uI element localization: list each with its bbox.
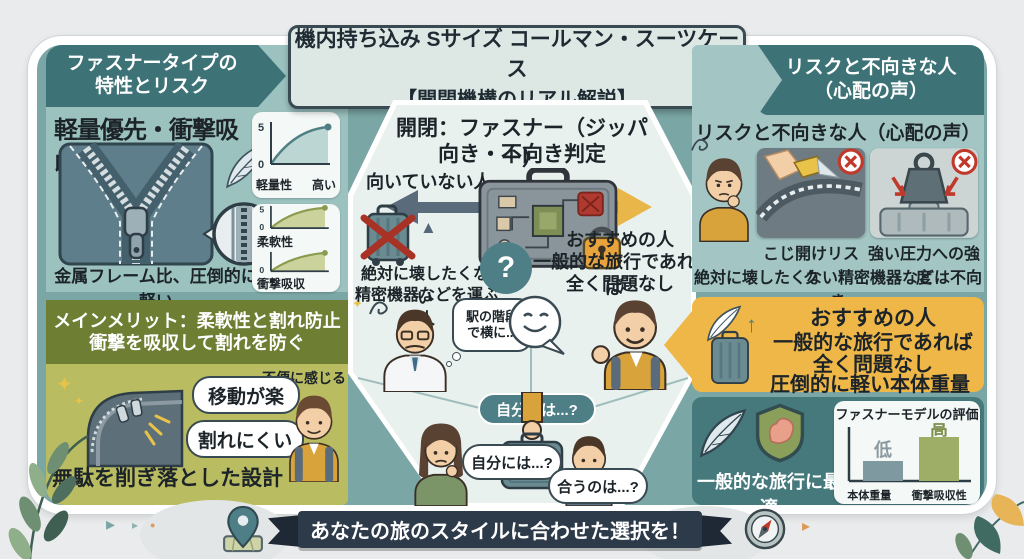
question-mark-icon: ? xyxy=(480,242,532,294)
risk-banner-line2: （心配の声） xyxy=(813,81,928,102)
confusion-squiggle-icon xyxy=(369,301,388,315)
pry-open-risk-photo xyxy=(756,148,866,238)
shock-chart: 0 xyxy=(259,249,329,275)
title-line1: 機内持ち込み Sサイズ コールマン・スーツケース xyxy=(294,27,740,81)
risk2-caption: 強い圧力への強度 xyxy=(867,246,980,287)
recommend-panel-arrow-tip xyxy=(664,311,692,379)
woman-avatar xyxy=(414,423,468,506)
center-title-line2: 向き・不向き判定 xyxy=(438,143,606,166)
recommend-line1: 一般的な旅行であれば xyxy=(533,252,695,298)
risk-heading: リスクと不向きな人（心配の声） xyxy=(695,123,981,144)
svg-text:5: 5 xyxy=(259,205,264,215)
deco-dot-icon: ● xyxy=(150,520,156,530)
center-title-line1: 開閉：ファスナー（ジッパー） xyxy=(396,117,648,170)
lightness-xlabel-right: 高い xyxy=(311,177,336,192)
title-banner: 機内持ち込み Sサイズ コールマン・スーツケース 【開閉機構のリアル解説】 xyxy=(288,25,746,111)
left-arrow-label: 向いていない人 xyxy=(366,172,492,192)
strength-shield-icon xyxy=(755,403,805,463)
left-bottom-panel-header: メインメリット：柔軟性と割れ防止 衝撃を吸収して割れを防ぐ xyxy=(46,300,348,364)
flexibility-label: 柔軟性 xyxy=(257,234,294,249)
design-caption: 無駄を削ぎ落とした設計 xyxy=(52,467,283,490)
deco-triangle-icon: ▸ xyxy=(132,518,139,532)
leaf-decoration-left xyxy=(8,434,89,559)
merit-header-line1: メインメリット：柔軟性と割れ防止 xyxy=(53,310,341,331)
feather-icon xyxy=(706,305,742,342)
chart-card-flex-shock: 5 0 柔軟性 0 衝撃吸収 xyxy=(252,204,340,292)
confusion-squiggle-icon xyxy=(691,138,709,151)
left-top-panel-header: ファスナータイプの 特性とリスク xyxy=(46,45,258,107)
merit-header-line2: 衝撃を吸収して割れを防ぐ xyxy=(89,333,305,353)
flexibility-chart: 5 0 xyxy=(259,205,329,232)
risk-banner-line1: リスクと不向きな人 xyxy=(785,57,957,79)
recommend-panel-line3: 圧倒的に軽い本体重量 xyxy=(770,374,970,396)
thought-bubble-dot xyxy=(452,352,461,361)
svg-text:高: 高 xyxy=(930,423,948,439)
compass-icon xyxy=(744,508,786,550)
svg-text:0: 0 xyxy=(259,222,264,232)
svg-text:0: 0 xyxy=(258,159,264,171)
worried-man-avatar xyxy=(699,158,749,242)
rating-chart-title: ファスナーモデルの評価 xyxy=(835,407,979,422)
speech-bubble-crack: 割れにくい xyxy=(186,420,304,458)
rating-bar-chart: 低 高 xyxy=(847,423,971,483)
thought-line2: で横に... xyxy=(467,325,517,340)
up-arrow-icon: ↑ xyxy=(746,312,757,337)
recommend-panel-line1: 一般的な旅行であれば xyxy=(773,332,973,354)
map-pin-icon xyxy=(223,505,263,553)
chart-card-lightness: 5 0 軽量性 高い xyxy=(252,112,340,198)
triangle-up-icon: ▲ xyxy=(420,218,437,237)
rating-bar1-label: 本体重量 xyxy=(847,490,892,502)
left-header-line1: ファスナータイプの xyxy=(66,53,238,75)
deco-triangle-icon: ▸ xyxy=(802,518,811,535)
sparkle-icon: ✦ xyxy=(352,296,363,311)
suitcase-corner-illustration xyxy=(86,389,184,468)
footer-banner: あなたの旅のスタイルに合わせた選択を！ xyxy=(298,511,702,548)
speech-bubble-fit: 合うのは...? xyxy=(548,468,648,504)
sparkle-icon: ✦ xyxy=(74,394,85,408)
left-header-line2: 特性とリスク xyxy=(94,76,209,97)
suitcase-icon xyxy=(711,330,749,384)
risk1-caption: こじ開けリスク xyxy=(762,246,859,287)
sparkle-icon: ✦ xyxy=(56,374,73,396)
rating-bar2-label: 衝撃吸収性 xyxy=(911,490,967,502)
pressure-strength-photo xyxy=(870,148,978,238)
svg-text:5: 5 xyxy=(258,122,264,134)
shock-label: 衝撃吸収 xyxy=(257,277,306,291)
risk-banner-notch xyxy=(758,45,782,115)
lightness-xlabel: 軽量性 xyxy=(256,177,293,192)
left-header-arrow-tip xyxy=(258,45,286,107)
unsuited-suitcase-icon xyxy=(360,204,416,266)
risk-banner: リスクと不向きな人 （心配の声） xyxy=(758,45,984,115)
precision-device-briefcase xyxy=(478,168,622,270)
unsuited-line1: 絶対に壊したくない xyxy=(360,266,489,307)
recommend-title: おすすめの人 xyxy=(566,230,674,250)
doctor-avatar xyxy=(383,309,447,392)
recommend-panel-title: おすすめの人 xyxy=(810,307,936,330)
svg-text:0: 0 xyxy=(259,265,264,275)
svg-text:低: 低 xyxy=(873,439,892,460)
lightness-chart: 5 0 xyxy=(258,121,332,171)
speech-bubble-move: 移動が楽 xyxy=(192,376,300,414)
speech-bubble-self: 自分には...? xyxy=(462,444,562,480)
thought-line1: 駅の階段 xyxy=(465,308,518,324)
recommend-panel-line2: 全く問題なし xyxy=(813,354,933,376)
thought-bubble-dot xyxy=(446,361,452,367)
ground-blob xyxy=(140,500,290,559)
deco-triangle-icon: ▸ xyxy=(106,514,116,534)
happy-traveler-avatar xyxy=(591,300,667,390)
leaf-decoration-right xyxy=(955,494,1024,559)
feather-icon xyxy=(699,409,747,458)
recommend-line2: 全く問題なし xyxy=(566,274,674,294)
rating-chart-card: ファスナーモデルの評価 低 高 本体重量 衝撃吸収性 xyxy=(834,401,980,504)
traveler-avatar xyxy=(289,395,339,482)
smiley-bubble-icon xyxy=(508,295,565,355)
zipper-illustration xyxy=(58,142,214,266)
